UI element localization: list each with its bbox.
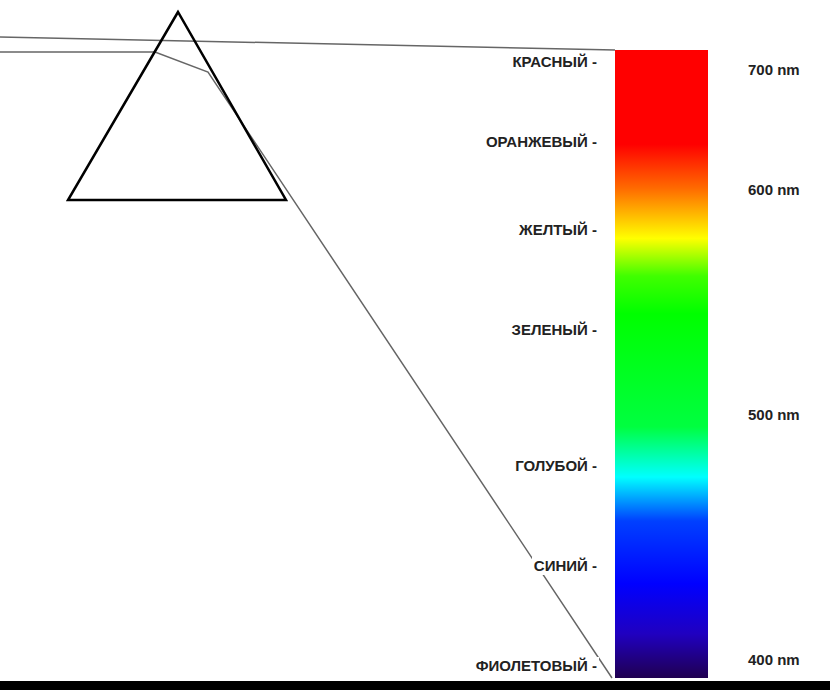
bottom-rule: [0, 681, 830, 690]
wavelength-label: 400 nm: [746, 651, 802, 669]
wavelength-label: 600 nm: [746, 181, 802, 199]
wavelength-label: 700 nm: [746, 61, 802, 79]
light-ray: [0, 37, 615, 50]
color-name: ОРАНЖЕВЫЙ -: [484, 133, 599, 151]
color-name: ГОЛУБОЙ -: [513, 457, 599, 475]
color-name: КРАСНЫЙ -: [510, 53, 599, 71]
color-name: СИНИЙ -: [532, 557, 599, 575]
wavelength-label: 500 nm: [746, 406, 802, 424]
color-name: ФИОЛЕТОВЫЙ -: [474, 657, 599, 675]
prism: [68, 12, 286, 200]
light-ray: [0, 52, 612, 678]
color-name: ЗЕЛЕНЫЙ -: [510, 321, 599, 339]
spectrum-bar: [615, 50, 708, 678]
color-name: ЖЕЛТЫЙ -: [517, 221, 599, 239]
